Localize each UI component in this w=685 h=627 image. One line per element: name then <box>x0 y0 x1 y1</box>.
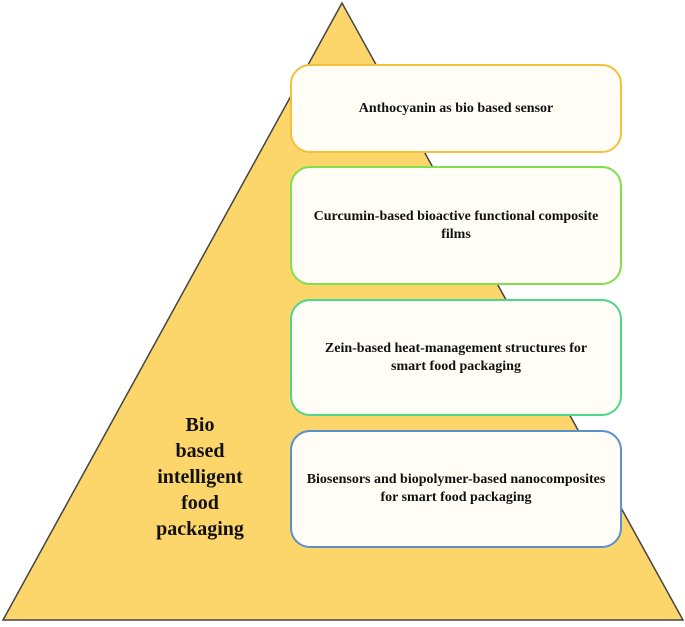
layer-label-biosensors: Biosensors and biopolymer-based nanocomp… <box>306 472 606 505</box>
layer-label-curcumin: Curcumin-based bioactive functional comp… <box>313 208 599 242</box>
layer-box-biosensors: Biosensors and biopolymer-based nanocomp… <box>290 430 622 548</box>
main-title-line-4: food <box>181 492 219 514</box>
main-title-line-1: Bio <box>185 414 215 436</box>
layer-label-anthocyanin: Anthocyanin as bio based sensor <box>358 100 554 116</box>
layer-box-anthocyanin: Anthocyanin as bio based sensor <box>290 64 622 153</box>
layer-box-zein: Zein-based heat-management structures fo… <box>290 299 622 416</box>
main-title-line-3: intelligent <box>157 466 243 488</box>
layer-label-zein: Zein-based heat-management structures fo… <box>324 340 588 374</box>
main-title-line-5: packaging <box>156 518 244 540</box>
layer-box-curcumin: Curcumin-based bioactive functional comp… <box>290 166 622 285</box>
main-title-line-2: based <box>175 440 225 462</box>
pyramid-main-title: Bio based intelligent food packaging <box>130 412 270 542</box>
